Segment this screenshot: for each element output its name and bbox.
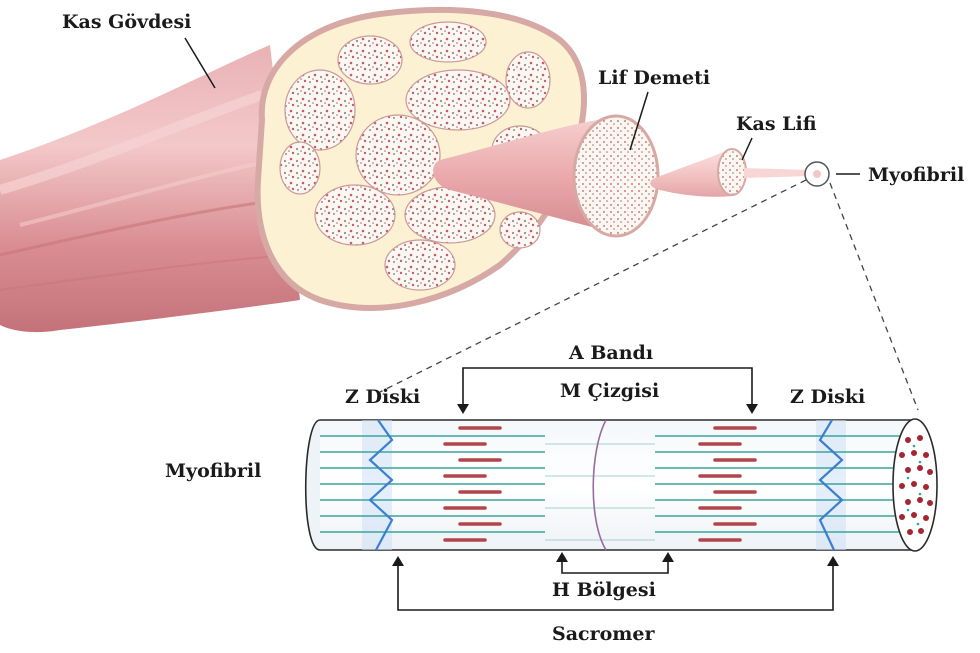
sarcomere-arrowheads <box>392 556 839 566</box>
label-lif-demeti: Lif Demeti <box>598 67 710 89</box>
label-a-bandi: A Bandı <box>568 342 653 364</box>
label-kas-lifi: Kas Lifi <box>736 113 817 135</box>
a-band-arrowheads <box>457 404 758 414</box>
h-zone-arrowheads <box>556 552 674 562</box>
h-zone-bracket <box>562 556 668 573</box>
label-myofibril-top: Myofibril <box>868 164 964 186</box>
fiber-end <box>718 149 746 195</box>
myofibril-cylinder <box>306 419 937 551</box>
label-kas-govdesi: Kas Gövdesi <box>62 11 191 33</box>
label-z-diski-left: Z Diski <box>345 386 420 408</box>
label-myofibril-left: Myofibril <box>165 460 261 482</box>
fascicle-end <box>574 116 658 236</box>
label-h-bolgesi: H Bölgesi <box>552 579 656 601</box>
label-m-cizgisi: M Çizgisi <box>560 380 659 402</box>
muscle-fiber <box>650 149 829 197</box>
label-z-diski-right: Z Diski <box>790 386 865 408</box>
label-sarcomer: Sacromer <box>552 623 655 645</box>
